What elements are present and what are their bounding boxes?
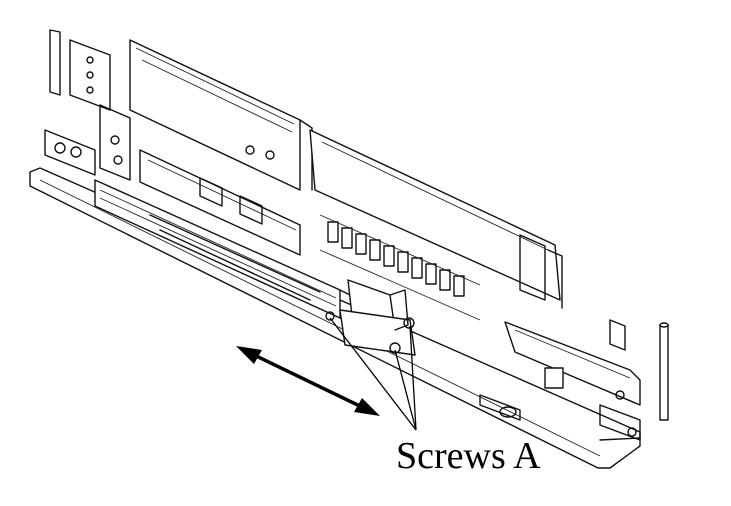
screw-a-3 xyxy=(325,311,335,321)
movement-arrow xyxy=(236,346,380,416)
right-end-assembly xyxy=(504,319,669,441)
callout-leaders xyxy=(329,317,417,431)
left-bracket-assembly xyxy=(44,29,131,181)
arrowhead-left-icon xyxy=(236,346,262,364)
mounting-block xyxy=(325,279,416,356)
arrowhead-right-icon xyxy=(354,398,380,416)
rear-panel-left xyxy=(129,39,313,191)
screw-a-2 xyxy=(389,342,401,354)
guide-rail xyxy=(94,179,361,326)
rear-panel-right xyxy=(309,129,563,309)
screw-a-1 xyxy=(403,317,415,329)
switch-row xyxy=(319,214,481,321)
callout-label-screws-a: Screws A xyxy=(396,435,541,477)
center-carriage xyxy=(139,145,301,256)
